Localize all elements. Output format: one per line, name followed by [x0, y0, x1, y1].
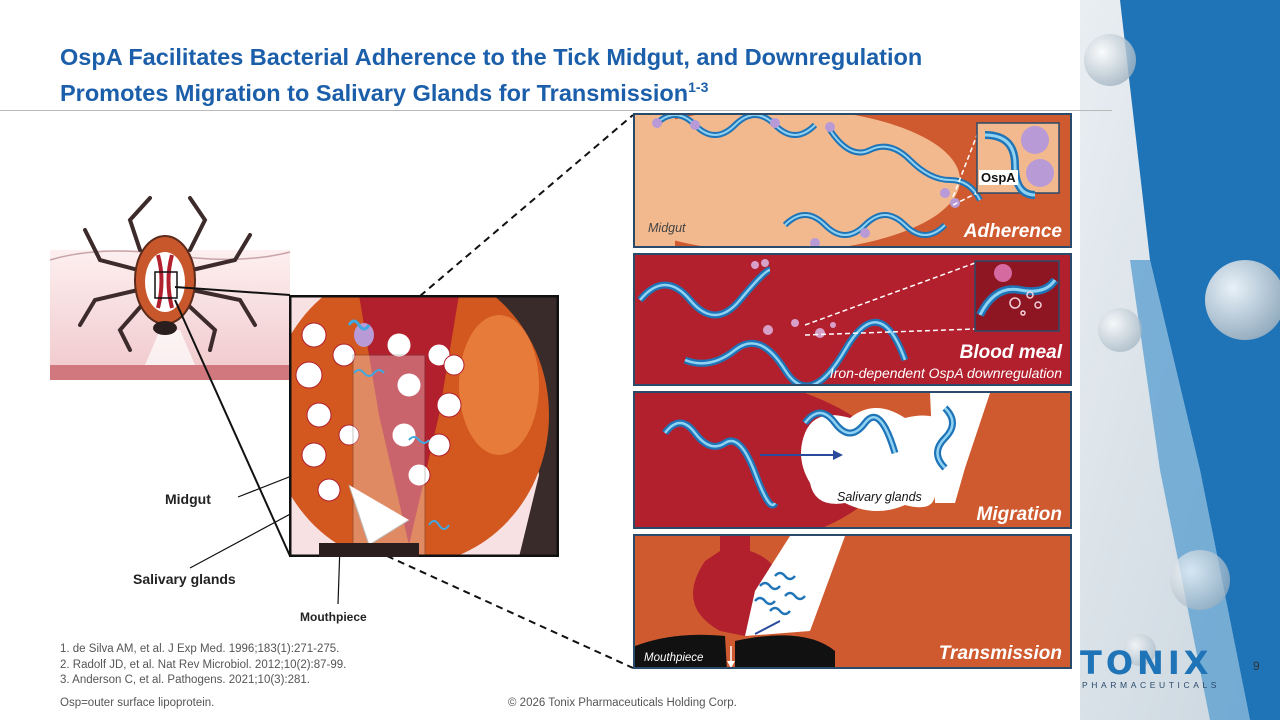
copyright: © 2026 Tonix Pharmaceuticals Holding Cor…	[508, 697, 737, 709]
reference-2: 2. Radolf JD, et al. Nat Rev Microbiol. …	[60, 658, 347, 671]
tonix-logo: TONIX PHARMACEUTICALS	[1080, 646, 1220, 690]
midgut-label: Midgut	[165, 491, 211, 507]
page-number: 9	[1253, 659, 1260, 673]
mouthpiece-label: Mouthpiece	[300, 610, 367, 624]
reference-3: 3. Anderson C, et al. Pathogens. 2021;10…	[60, 674, 310, 686]
adherence-label: Adherence	[963, 221, 1062, 242]
references-list: 1. de Silva AM, et al. J Exp Med. 1996;1…	[60, 642, 346, 689]
adherence-panel: OspA Midgut Adherence	[633, 113, 1072, 248]
migration-illustration	[635, 393, 990, 527]
adherence-illustration	[635, 115, 1060, 246]
logo-tagline: PHARMACEUTICALS	[1082, 680, 1221, 690]
transmission-panel: Mouthpiece Transmission	[633, 534, 1072, 669]
migration-label: Migration	[976, 504, 1063, 525]
salivary-glands-label: Salivary glands	[133, 571, 236, 587]
ospa-downregulation-label: Iron-dependent OspA downregulation	[829, 365, 1062, 381]
blood-meal-label: Blood meal	[959, 342, 1062, 363]
blood-meal-illustration	[637, 259, 1060, 384]
transmission-label: Transmission	[938, 643, 1062, 664]
midgut-inset-label: Midgut	[648, 221, 686, 235]
molecular-background-decoration	[1080, 0, 1280, 720]
migration-panel: Salivary glands Migration	[633, 391, 1072, 529]
logo-wordmark: TONIX	[1080, 644, 1213, 682]
tick-illustration	[49, 196, 291, 380]
reference-1: 1. de Silva AM, et al. J Exp Med. 1996;1…	[60, 643, 340, 655]
slide-title: OspA Facilitates Bacterial Adherence to …	[60, 42, 1070, 108]
ospa-callout-label: OspA	[979, 170, 1018, 185]
title-divider	[0, 110, 1112, 111]
title-superscript: 1-3	[688, 79, 709, 95]
mouthpiece-inset-label: Mouthpiece	[644, 652, 704, 664]
midgut-zoom-illustration	[289, 295, 559, 557]
transmission-illustration	[635, 536, 845, 667]
blood-meal-panel: Blood meal Iron-dependent OspA downregul…	[633, 253, 1072, 386]
title-line-1: OspA Facilitates Bacterial Adherence to …	[60, 44, 923, 70]
salivary-glands-inset-label: Salivary glands	[837, 490, 922, 504]
title-line-2: Promotes Migration to Salivary Glands fo…	[60, 79, 709, 106]
footnote: Osp=outer surface lipoprotein.	[60, 697, 215, 709]
